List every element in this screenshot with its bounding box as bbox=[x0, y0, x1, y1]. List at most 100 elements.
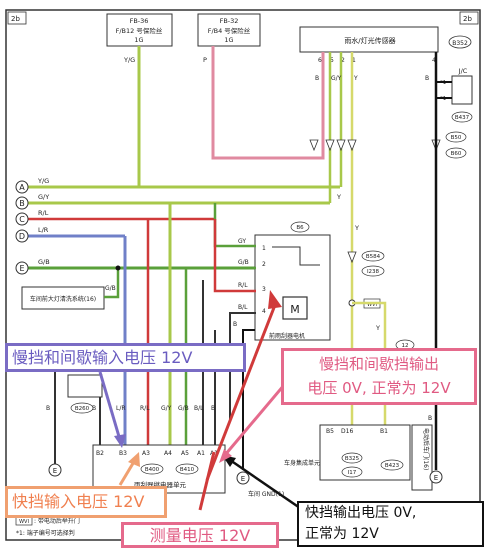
relay-pin-a1-first: A1 bbox=[197, 450, 205, 457]
wire-motor-b-ground bbox=[242, 329, 255, 470]
measurement-arrows bbox=[98, 290, 301, 511]
arrow-head-slow bbox=[114, 434, 126, 448]
tag-b260 bbox=[70, 402, 94, 414]
relay-wire-a3: R/L bbox=[140, 405, 150, 412]
bus-letters: A B C D E bbox=[15, 180, 29, 275]
connector-triangles bbox=[309, 139, 441, 152]
relay-pin-b3: B3 bbox=[119, 450, 127, 457]
splice-washer bbox=[115, 265, 121, 271]
motor-wire-gy: GY bbox=[238, 238, 246, 245]
motor-label: 前雨刮器电机 bbox=[269, 332, 305, 340]
sensor-pin-2: 2 bbox=[341, 57, 345, 64]
y-vertical-label: Y bbox=[354, 224, 359, 232]
annotation-intermittent-line2: 电压 0V, 正常为 12V bbox=[307, 379, 451, 397]
relay-wire-b3: L/R bbox=[116, 405, 126, 412]
annotation-fast-output: 快挡输出电压 0V, 正常为 12V bbox=[297, 501, 484, 547]
bus-letter-c: C bbox=[19, 215, 25, 224]
annotation-fast-out-line2: 正常为 12V bbox=[305, 526, 379, 542]
tag-b437 bbox=[451, 111, 473, 123]
ground-right-symbol: E bbox=[434, 474, 438, 482]
jc-block bbox=[451, 75, 473, 105]
wire-fuse-right-label: P bbox=[203, 56, 207, 64]
annotation-fast-out-line1: 快挡输出电压 0V, bbox=[305, 505, 417, 521]
fuse-left-line2: F/B12 号保险丝 bbox=[116, 26, 163, 35]
fuse-right-line1: FB-32 bbox=[220, 17, 239, 25]
tag-b325 bbox=[341, 452, 363, 464]
motor-pin-4: 4 bbox=[262, 308, 266, 315]
arrow-head-up bbox=[268, 290, 282, 309]
fuse-left-line1: FB-36 bbox=[130, 17, 149, 25]
motor-pin-3: 3 bbox=[262, 286, 266, 293]
sensor-pin-1: 1 bbox=[352, 57, 356, 64]
body-unit-pin-b1: B1 bbox=[380, 428, 388, 435]
ground-left bbox=[48, 463, 62, 477]
body-unit-box bbox=[319, 424, 411, 481]
tag-b410-text: B410 bbox=[180, 467, 195, 473]
annotation-slow-intermittent-output: 慢挡和间歇挡输出 电压 0V, 正常为 12V bbox=[281, 348, 477, 405]
annotation-slow-intermittent-input: 慢挡和间歇输入电压 12V bbox=[5, 343, 246, 372]
motor-wire-gb: G/B bbox=[238, 259, 249, 266]
annotation-measure-text: 测量电压 12V bbox=[149, 526, 251, 545]
fuse-box-left bbox=[106, 13, 173, 47]
tag-i17 bbox=[341, 466, 363, 478]
b260-block bbox=[67, 374, 103, 398]
arrow-fast-out bbox=[229, 458, 301, 510]
power-liftgate-label: 电动后车门(16) bbox=[422, 428, 430, 470]
footnote-line-1: : 带电动后举升门 bbox=[34, 517, 80, 525]
tag-b400 bbox=[140, 463, 164, 475]
tag-b60 bbox=[445, 147, 467, 159]
connector-triangle bbox=[325, 139, 335, 152]
rain-light-sensor-label: 雨水/灯光传感器 bbox=[344, 36, 395, 45]
tag-b584 bbox=[361, 250, 385, 262]
sensor-pin-6: 6 bbox=[318, 57, 322, 64]
tag-i238 bbox=[361, 265, 385, 277]
annotation-slow-text: 慢挡和间歇输入电压 12V bbox=[12, 348, 193, 367]
washer-wire-label: G/B bbox=[105, 285, 116, 292]
arrow-head-fast-in bbox=[128, 452, 140, 467]
connector-triangle-y bbox=[347, 251, 357, 264]
sensor-pin-4: 4 bbox=[432, 57, 436, 64]
bus-b-y-label: Y bbox=[336, 193, 341, 201]
w12-text: 12 bbox=[402, 343, 409, 349]
tag-i17-text: I17 bbox=[348, 470, 357, 476]
fuse-right-line3: 1G bbox=[224, 36, 233, 44]
bus-letter-d-circle bbox=[15, 229, 29, 243]
body-unit-label: 车身集成单元 bbox=[284, 459, 320, 467]
bus-wire-d-label: L/R bbox=[38, 226, 49, 234]
sensor-wire-pin2-label: G/Y bbox=[331, 75, 342, 82]
motor-pin-1: 1 bbox=[262, 245, 266, 252]
footnote-tag: WVI bbox=[19, 519, 29, 525]
relay-wire-b2: B bbox=[92, 405, 96, 412]
wire-motor-bl bbox=[229, 312, 256, 420]
wire-motor-gy bbox=[213, 203, 256, 248]
annotation-measure-voltage: 测量电压 12V bbox=[121, 522, 279, 548]
motor-pin-2: 2 bbox=[262, 261, 266, 268]
y-lower-label: Y bbox=[375, 324, 380, 332]
fuse-right-line2: F/B4 号保险丝 bbox=[208, 26, 251, 35]
tag-b410 bbox=[175, 463, 199, 475]
tag-b584-text: B584 bbox=[366, 254, 381, 260]
sensor-pin-5: 5 bbox=[330, 57, 334, 64]
wvi-tag: WVI bbox=[367, 302, 377, 308]
tag-b6-text: B6 bbox=[296, 225, 304, 231]
tag-b423 bbox=[380, 459, 404, 471]
ground-left-symbol: E bbox=[53, 467, 57, 475]
left-col-b-label: B bbox=[46, 405, 50, 412]
tag-b6 bbox=[290, 221, 310, 233]
bus-letter-d: D bbox=[19, 232, 25, 241]
bus-letter-c-circle bbox=[15, 212, 29, 226]
body-unit-pin-b5: B5 bbox=[326, 428, 334, 435]
arrow-fast-in bbox=[118, 459, 137, 486]
wire-fuse-left-label: Y/G bbox=[123, 56, 135, 64]
annotation-fast-in-text: 快挡输入电压 12V bbox=[12, 492, 145, 511]
annotation-intermittent-line1: 慢挡和间歇挡输出 bbox=[318, 355, 439, 373]
bus-letter-a-circle bbox=[15, 180, 29, 194]
jc-label: J/C bbox=[458, 67, 468, 75]
relay-pin-b2: B2 bbox=[96, 450, 104, 457]
relay-wire-a1a: B/L bbox=[194, 405, 204, 412]
power-liftgate-wire-b: B bbox=[428, 415, 432, 422]
ground-motor-symbol: E bbox=[241, 475, 245, 483]
sensor-wire-pin5-label: B bbox=[315, 75, 319, 82]
